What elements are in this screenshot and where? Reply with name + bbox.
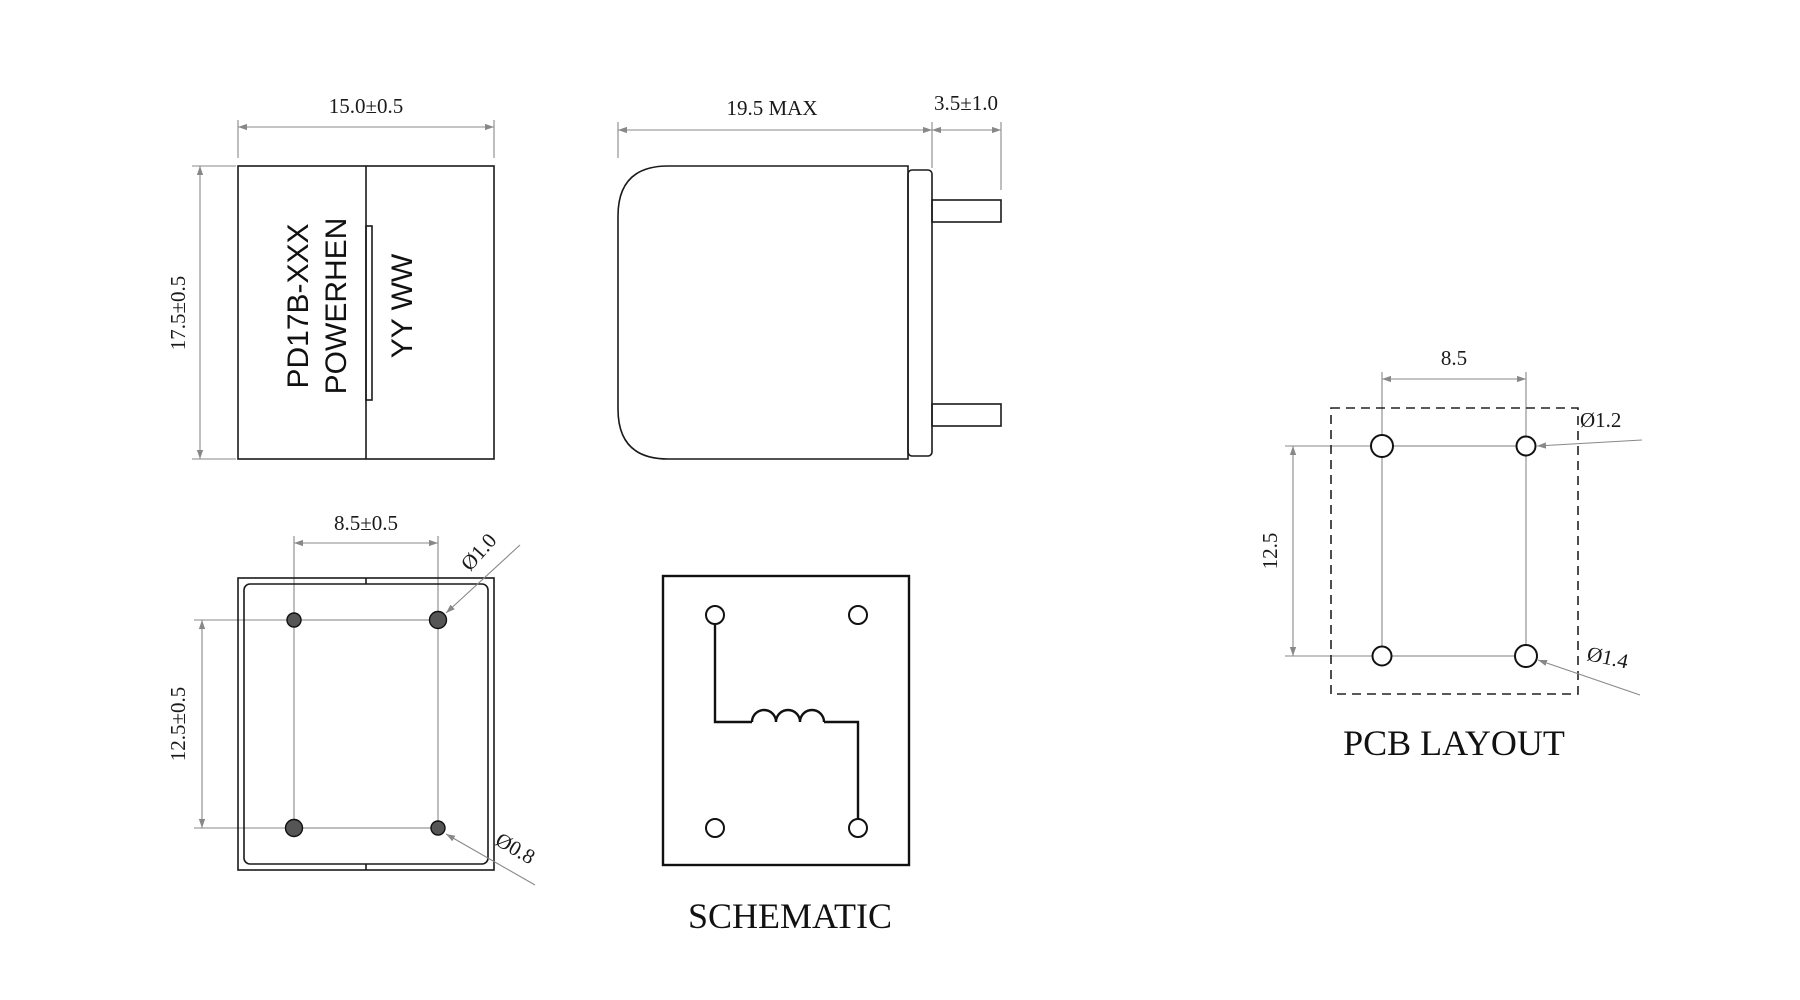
schematic-terminal-2 bbox=[848, 605, 868, 625]
pin-dia-large-leader bbox=[445, 544, 521, 614]
bottom-pin-top-left bbox=[286, 612, 302, 628]
pcb-hole-dia-small: Ø1.2 bbox=[1580, 408, 1621, 432]
bottom-pin-bottom-right bbox=[430, 820, 446, 836]
pcb-layout-caption: PCB LAYOUT bbox=[1343, 723, 1565, 763]
pcb-hole-dia-large: Ø1.4 bbox=[1585, 641, 1631, 673]
schematic-frame bbox=[661, 574, 911, 867]
schematic-terminal-3 bbox=[705, 818, 725, 838]
bottom-pitch-y-dimension: 12.5±0.5 bbox=[166, 687, 190, 762]
hole-dia-small-leader bbox=[1536, 439, 1643, 449]
bottom-pin-dia-small: Ø0.8 bbox=[492, 828, 540, 869]
marking-date-code: YY WW bbox=[386, 253, 419, 358]
schematic-terminal-1 bbox=[705, 605, 725, 625]
bottom-pin-bottom-left bbox=[284, 818, 304, 838]
side-pin-bottom bbox=[931, 403, 1002, 427]
bottom-view: 8.5±0.5 12.5±0.5 Ø1.0 Ø0.8 bbox=[166, 511, 540, 886]
pin-dia-small-leader bbox=[445, 833, 536, 886]
side-pin-length-dimension: 3.5±1.0 bbox=[934, 91, 998, 115]
schematic: SCHEMATIC bbox=[661, 574, 911, 936]
side-base-flange bbox=[907, 169, 933, 457]
inductor-coil-symbol bbox=[750, 708, 826, 723]
pcb-hole-top-left bbox=[1370, 434, 1394, 458]
pcb-pitch-y-dimension: 12.5 bbox=[1258, 533, 1282, 570]
front-width-dimension: 15.0±0.5 bbox=[329, 94, 404, 118]
hole-dia-large-leader bbox=[1537, 659, 1641, 696]
bottom-pin-top-right bbox=[428, 610, 448, 630]
front-height-dimension: 17.5±0.5 bbox=[166, 276, 190, 351]
side-view: 19.5 MAX 3.5±1.0 bbox=[617, 91, 1002, 460]
marking-brand: POWERHEN bbox=[320, 218, 353, 395]
schematic-caption: SCHEMATIC bbox=[688, 896, 892, 936]
pcb-hole-bottom-left bbox=[1371, 645, 1393, 667]
pcb-pitch-x-dimension: 8.5 bbox=[1441, 346, 1467, 370]
pcb-hole-bottom-right bbox=[1514, 644, 1538, 668]
side-pin-top bbox=[931, 199, 1002, 223]
bottom-pitch-x-dimension: 8.5±0.5 bbox=[334, 511, 398, 535]
pcb-layout: 8.5 12.5 Ø1.2 Ø1.4 PCB LAYOUT bbox=[1258, 346, 1643, 763]
schematic-terminal-4 bbox=[848, 818, 868, 838]
side-length-dimension: 19.5 MAX bbox=[726, 96, 817, 120]
side-body-outline bbox=[617, 165, 909, 460]
pcb-hole-top-right bbox=[1515, 435, 1537, 457]
front-label-strip bbox=[365, 225, 373, 401]
marking-part-number: PD17B-XXX bbox=[282, 223, 315, 388]
front-view: 15.0±0.5 17.5±0.5 PD17B-XXX POWERHEN YY … bbox=[166, 94, 495, 460]
pcb-footprint-outline bbox=[1330, 407, 1579, 695]
bottom-body-outline bbox=[237, 577, 495, 871]
